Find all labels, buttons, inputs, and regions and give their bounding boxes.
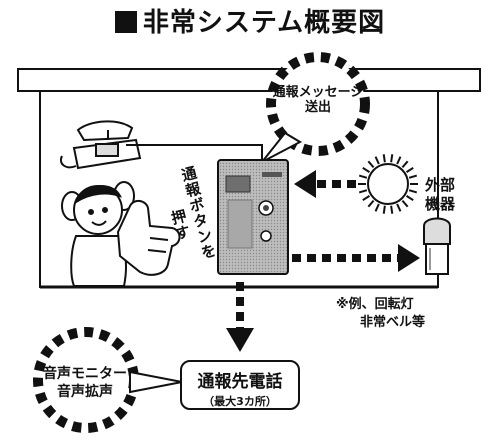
message-label: 通報メッセージ 送出 <box>272 85 364 115</box>
monitor-label: 音声モニター 音声拡声 <box>43 366 127 400</box>
example-note: ※例、回転灯 非常ベル等 <box>336 297 426 331</box>
ceiling-bar <box>17 68 481 92</box>
monitor-burst-tail <box>129 370 183 394</box>
sun-ray <box>362 195 371 202</box>
destination-subtitle: （最大3カ所） <box>203 395 277 408</box>
girl-illustration <box>61 181 181 287</box>
sun-ray <box>358 189 368 194</box>
telephone-cord <box>126 144 263 162</box>
down-arrow-head <box>226 328 254 352</box>
output-arrow-head <box>398 244 420 272</box>
intercom-device <box>217 159 289 275</box>
sun-ray <box>367 199 375 208</box>
sun-ray <box>405 195 414 202</box>
sun-burst <box>358 154 418 214</box>
sun-ray <box>396 156 402 165</box>
sun-ray <box>374 203 380 212</box>
sun-ray <box>405 166 414 173</box>
sun-ray <box>358 174 368 179</box>
input-arrow-head <box>294 170 316 198</box>
rotating-light-icon <box>423 217 451 275</box>
telephone-icon <box>60 120 142 170</box>
sun-ray <box>390 154 394 163</box>
destination-box: 通報先電話 （最大3カ所） <box>180 360 300 410</box>
sun-ray <box>408 174 418 179</box>
message-burst-ring <box>266 52 370 156</box>
title-square-icon <box>114 11 137 33</box>
sun-ray <box>390 205 394 214</box>
external-device-label: 外部 機器 <box>424 176 455 213</box>
sun-ray <box>401 160 409 169</box>
sun-ray <box>396 203 402 212</box>
sun-ray <box>367 160 375 169</box>
sun-ray <box>374 156 380 165</box>
page-title: 非常システム概要図 <box>0 2 500 39</box>
sun-ray <box>408 189 418 194</box>
sun-ray <box>382 205 386 214</box>
sun-ray <box>362 166 371 173</box>
destination-title: 通報先電話 <box>197 372 283 392</box>
sun-ray <box>401 199 409 208</box>
message-burst-tail <box>261 131 303 163</box>
sun-ray <box>382 154 386 163</box>
